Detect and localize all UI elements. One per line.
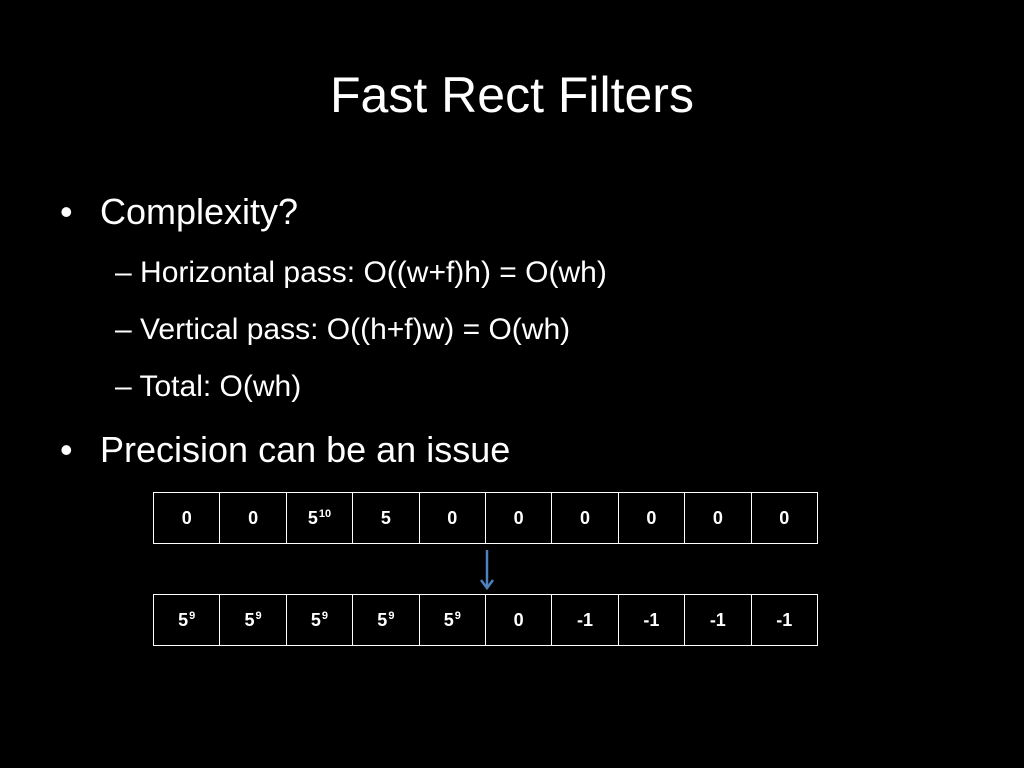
- array-cell: 0: [484, 492, 553, 544]
- array-cell: 0: [617, 492, 686, 544]
- array-cell: 59: [152, 594, 221, 646]
- cell-value: 0: [181, 507, 192, 528]
- array-cell: -1: [750, 594, 818, 646]
- array-cell: 0: [484, 594, 553, 646]
- cell-exponent: 9: [321, 609, 329, 622]
- cell-value: 0: [580, 507, 591, 528]
- array-cell: 0: [418, 492, 486, 544]
- cell-value: 5: [380, 507, 391, 528]
- cell-value: 0: [779, 507, 790, 528]
- cell-value: 5: [443, 609, 454, 630]
- cell-value: 0: [513, 609, 524, 630]
- bullet-precision: • Precision can be an issue: [60, 426, 510, 474]
- array-cell: 0: [750, 492, 818, 544]
- cell-value: 0: [513, 507, 524, 528]
- sub-bullet-vertical: – Vertical pass: O((h+f)w) = O(wh): [115, 310, 570, 350]
- dash: –: [115, 256, 132, 289]
- cell-value: -1: [577, 609, 594, 630]
- array-cell: 0: [152, 492, 221, 544]
- dash: –: [115, 370, 132, 403]
- cell-value: 0: [248, 507, 259, 528]
- array-cell: 59: [418, 594, 486, 646]
- array-cell: -1: [684, 594, 752, 646]
- array-cell: 510: [285, 492, 354, 544]
- sub-bullet-horizontal: – Horizontal pass: O((w+f)h) = O(wh): [115, 253, 607, 293]
- array-cell: 59: [352, 594, 420, 646]
- bullet-complexity: • Complexity?: [60, 188, 298, 236]
- array-cell: 59: [219, 594, 287, 646]
- array-cell: -1: [617, 594, 686, 646]
- array-cell: 0: [684, 492, 752, 544]
- array-cell: 0: [219, 492, 287, 544]
- sub-bullet-total: – Total: O(wh): [115, 367, 301, 407]
- cell-value: 5: [377, 609, 388, 630]
- cell-exponent: 9: [454, 609, 461, 622]
- cell-value: 5: [244, 609, 255, 630]
- cell-value: 0: [712, 507, 723, 528]
- cell-exponent: 10: [318, 507, 332, 520]
- cell-value: -1: [643, 609, 660, 630]
- sub-bullet-text: Total: O(wh): [139, 370, 302, 403]
- down-arrow-icon: [480, 550, 494, 591]
- cell-exponent: 9: [388, 609, 395, 622]
- cell-value: -1: [709, 609, 726, 630]
- bullet-text: Precision can be an issue: [100, 429, 511, 470]
- sub-bullet-text: Horizontal pass: O((w+f)h) = O(wh): [140, 256, 607, 289]
- bullet-dot: •: [60, 429, 73, 470]
- cell-value: 0: [447, 507, 458, 528]
- array-cell: 0: [551, 492, 619, 544]
- array-cell: 59: [285, 594, 354, 646]
- cell-value: -1: [776, 609, 793, 630]
- sub-bullet-text: Vertical pass: O((h+f)w) = O(wh): [140, 313, 571, 346]
- cell-exponent: 9: [189, 609, 196, 622]
- bullet-dot: •: [60, 191, 73, 232]
- array-cell: -1: [551, 594, 619, 646]
- cell-value: 5: [178, 609, 189, 630]
- cell-exponent: 9: [255, 609, 262, 622]
- dash: –: [115, 313, 132, 346]
- cell-value: 5: [310, 609, 321, 630]
- cell-value: 5: [307, 507, 318, 528]
- array-cell: 5: [352, 492, 420, 544]
- cell-value: 0: [646, 507, 657, 528]
- bullet-text: Complexity?: [100, 191, 299, 232]
- slide-title: Fast Rect Filters: [330, 67, 694, 123]
